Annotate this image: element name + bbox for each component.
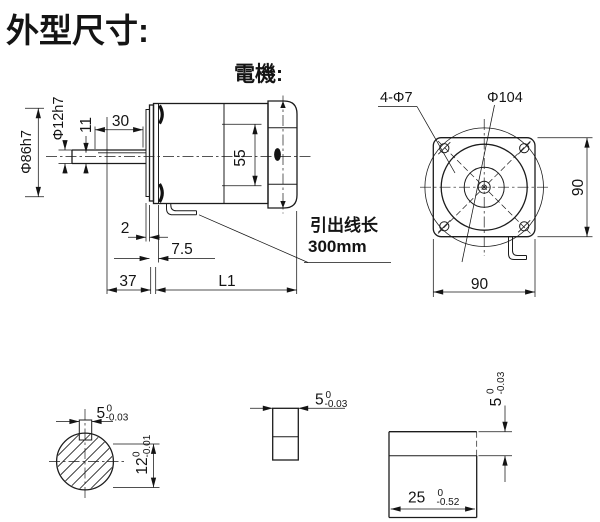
key: [78, 419, 93, 441]
lead-wire-note-line1: 引出线长: [310, 215, 379, 235]
mounting-hole: [519, 221, 530, 232]
key-end-tol-upper: 0: [326, 390, 332, 401]
lead-wire: [166, 203, 197, 216]
wire-exit: [508, 237, 527, 260]
key-width-tol-upper: 0: [107, 404, 113, 415]
dim-phi12h7: Φ12h7: [51, 97, 67, 141]
keyway-width-tol-lower: -0.03: [496, 371, 507, 394]
page-title: 外型尺寸:: [6, 12, 149, 49]
weld-mark-bottom: [158, 183, 164, 203]
dim-55: 55: [232, 149, 249, 166]
holes-leader: [416, 106, 456, 174]
lead-wire-leader: [198, 214, 309, 263]
dim-37: 37: [119, 273, 136, 290]
key-section-view: 5 0 -0.03 12 0 -0.01: [49, 404, 160, 500]
key-end: [272, 407, 299, 461]
keyway-top-view: 25 0 -0.52 5 0 -0.03: [388, 371, 512, 519]
dim-phi86h7: Φ86h7: [19, 130, 35, 174]
keyway-width-value: 5: [488, 398, 505, 407]
dim-90-vertical: 90: [570, 179, 587, 197]
key-end-width-value: 5: [315, 392, 324, 409]
keyway-length-value: 25: [408, 490, 425, 507]
shaft-flat-tol-lower: -0.01: [142, 434, 153, 457]
dim-30: 30: [112, 113, 130, 130]
motor-label: 電機:: [234, 62, 283, 86]
keyway-length-tol-upper: 0: [438, 488, 444, 499]
mounting-hole: [439, 221, 450, 232]
mounting-hole: [439, 143, 450, 154]
keyway-length-tol-lower: -0.52: [437, 497, 460, 508]
shaft-flat-value: 12: [134, 457, 151, 474]
keyway-width-tol-upper: 0: [486, 388, 497, 394]
front-view: 4-Φ7 Φ104 90 90: [378, 90, 593, 297]
shaft-flat-tol-upper: 0: [132, 451, 143, 457]
dim-phi104: Φ104: [487, 90, 523, 106]
side-view: 引出线长 300mm Φ86h7 Φ12h7 11 30 2: [19, 95, 391, 294]
phi104-leader: [461, 104, 495, 263]
key-end-view: 5 0 -0.03: [250, 390, 348, 461]
end-cap: [267, 100, 298, 209]
dim-7-5: 7.5: [171, 241, 193, 258]
dim-holes-4-phi7: 4-Φ7: [380, 90, 413, 106]
weld-mark-top: [158, 104, 164, 125]
mounting-hole: [519, 143, 530, 154]
dim-l1: L1: [218, 273, 235, 290]
dim-11: 11: [78, 117, 95, 133]
dim-2: 2: [121, 220, 130, 237]
key-width-tol-lower: -0.03: [106, 413, 129, 424]
key-end-tol-lower: -0.03: [325, 399, 348, 410]
lead-wire-note-line2: 300mm: [308, 237, 367, 256]
dim-90-horizontal: 90: [471, 276, 489, 293]
terminal-dot: [274, 148, 281, 161]
key-width-value: 5: [97, 405, 106, 422]
motor-body: [152, 102, 269, 205]
